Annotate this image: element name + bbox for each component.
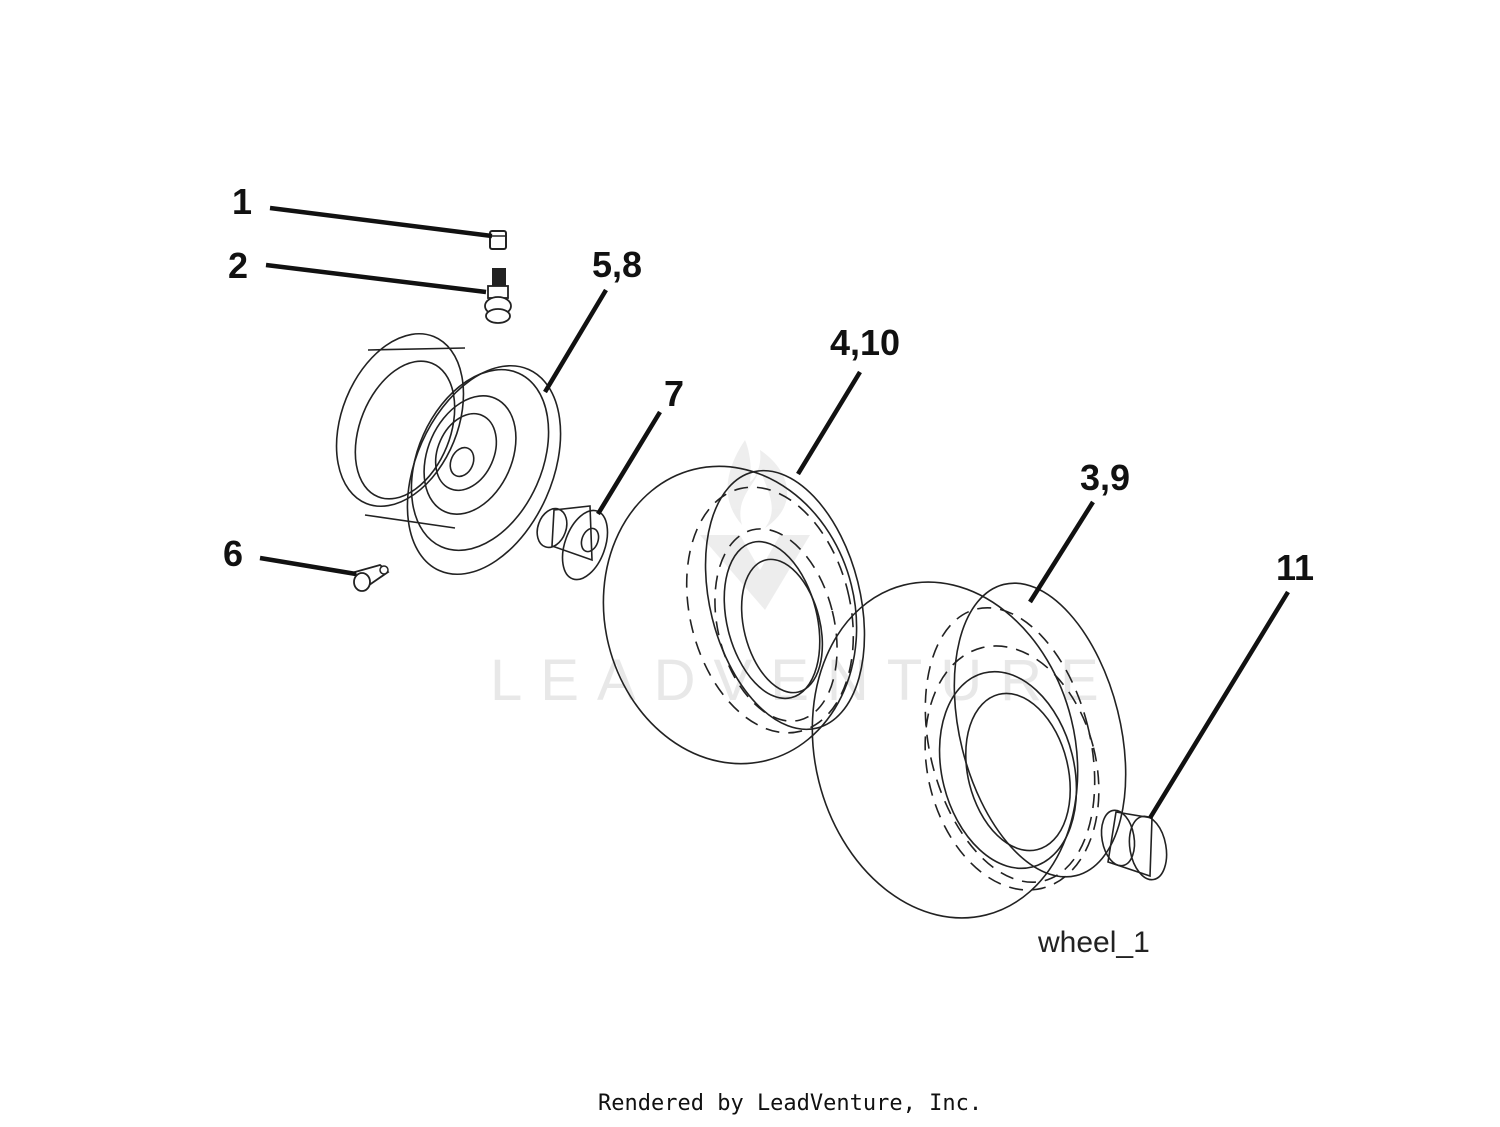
leader-line-2 xyxy=(265,262,487,295)
watermark-logo-icon xyxy=(700,535,810,610)
footer-credit: Rendered by LeadVenture, Inc. xyxy=(598,1091,982,1116)
part-hub-cap xyxy=(1100,809,1168,881)
part-valve-stem xyxy=(484,268,512,324)
part-grease-fitting xyxy=(353,564,390,592)
watermark: LEADVENTURE xyxy=(490,440,1117,713)
watermark-text: LEADVENTURE xyxy=(490,648,1117,713)
leader-line-5-8 xyxy=(543,288,608,394)
callout-4-10: 4,10 xyxy=(830,322,900,363)
part-valve-cap xyxy=(489,230,507,250)
callout-2: 2 xyxy=(228,245,248,286)
diagram-caption: wheel_1 xyxy=(1037,926,1150,959)
callout-7: 7 xyxy=(664,373,684,414)
callout-11: 11 xyxy=(1276,547,1314,588)
leader-line-3-9 xyxy=(1028,500,1095,604)
callout-3-9: 3,9 xyxy=(1080,457,1130,498)
leader-line-4-10 xyxy=(796,370,862,476)
leader-line-7 xyxy=(596,410,662,516)
callout-1: 1 xyxy=(232,181,252,222)
part-tire-front xyxy=(602,465,866,765)
watermark-flame-icon xyxy=(727,440,788,528)
leader-line-11 xyxy=(1148,590,1290,820)
part-rim xyxy=(335,332,562,576)
part-bushing xyxy=(536,505,609,581)
part-tire-rear xyxy=(811,581,1127,919)
leader-line-6 xyxy=(259,555,357,577)
callout-6: 6 xyxy=(223,533,243,574)
leader-line-1 xyxy=(269,205,493,239)
callout-5-8: 5,8 xyxy=(592,244,642,285)
